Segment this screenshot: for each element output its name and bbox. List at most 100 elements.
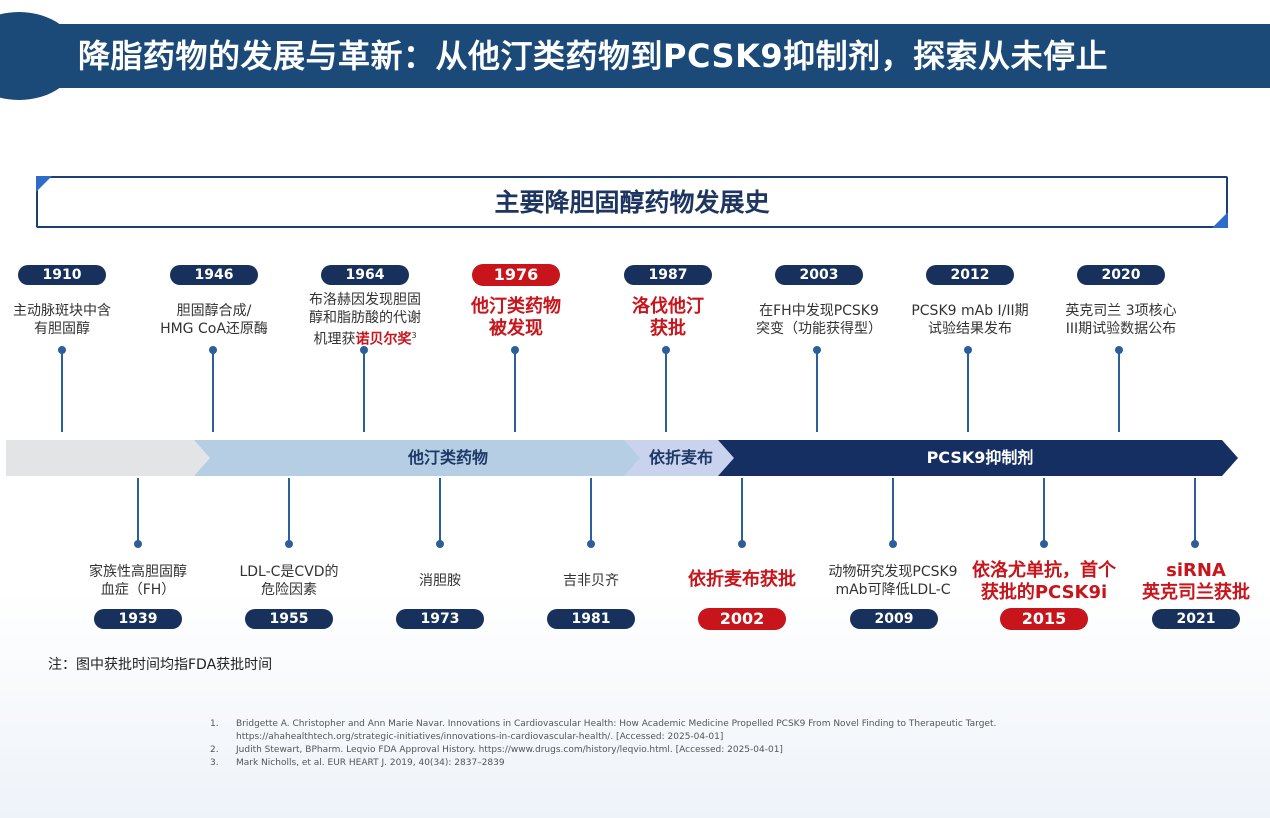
banner-frame xyxy=(36,176,1228,228)
timeline-stem xyxy=(967,350,969,432)
event-text: HMG CoA还原酶 xyxy=(160,321,268,337)
segment-label-statins: 他汀类药物 xyxy=(407,448,488,467)
event-1973: 消胆胺 xyxy=(360,572,520,590)
event-2015: 依洛尤单抗，首个 获批的PCSK9i xyxy=(954,560,1134,604)
timeline-stem xyxy=(212,350,214,432)
event-text: 被发现 xyxy=(489,318,543,339)
event-text: 布洛赫因发现胆固 xyxy=(309,292,421,308)
timeline-stem xyxy=(1118,350,1120,432)
event-text: 获批 xyxy=(650,318,686,339)
timeline-dot xyxy=(285,540,293,548)
year-pill-1946: 1946 xyxy=(170,265,258,285)
timeline-stem xyxy=(137,478,139,542)
event-text: 消胆胺 xyxy=(419,573,461,589)
year-pill-2009: 2009 xyxy=(850,609,938,629)
year-pill-2020: 2020 xyxy=(1077,265,1165,285)
event-text: 有胆固醇 xyxy=(34,321,90,337)
event-text: 英克司兰 3项核心 xyxy=(1065,303,1177,319)
ezetimibe-era-segment xyxy=(624,440,744,476)
event-text: 依洛尤单抗，首个 xyxy=(972,560,1116,581)
year-pill-1976: 1976 xyxy=(472,264,560,286)
event-text: 他汀类药物 xyxy=(471,296,561,317)
timeline-dot xyxy=(889,540,897,548)
year-pill-1955: 1955 xyxy=(245,609,333,629)
timeline-stem xyxy=(590,478,592,542)
event-text: PCSK9 mAb I/II期 xyxy=(911,303,1029,319)
event-text: 主动脉斑块中含 xyxy=(13,303,111,319)
event-text: siRNA xyxy=(1166,560,1226,581)
event-1964: 布洛赫因发现胆固 醇和脂肪酸的代谢 机理获诺贝尔奖3 xyxy=(285,291,445,349)
event-text: 胆固醇合成/ xyxy=(176,303,252,319)
event-1955: LDL-C是CVD的 危险因素 xyxy=(209,563,369,599)
references: 1. Bridgette A. Christopher and Ann Mari… xyxy=(210,718,1010,770)
event-1981: 吉非贝齐 xyxy=(511,572,671,590)
pre-era-segment xyxy=(6,440,218,476)
event-text: 家族性高胆固醇 xyxy=(89,564,187,580)
timeline-dot xyxy=(436,540,444,548)
event-text: 洛伐他汀 xyxy=(632,296,704,317)
reference-text: Bridgette A. Christopher and Ann Marie N… xyxy=(236,719,997,729)
year-pill-2015: 2015 xyxy=(1000,608,1088,630)
event-text: mAb可降低LDL-C xyxy=(835,582,951,598)
event-text: 在FH中发现PCSK9 xyxy=(759,303,879,319)
year-pill-2003: 2003 xyxy=(775,265,863,285)
event-text: 英克司兰获批 xyxy=(1142,582,1250,603)
banner-corner-decoration xyxy=(1212,212,1228,228)
timeline-stem xyxy=(288,478,290,542)
timeline-stem xyxy=(363,350,365,432)
reference-number: 1. xyxy=(210,719,219,729)
event-1939: 家族性高胆固醇 血症（FH） xyxy=(58,563,218,599)
timeline-stem xyxy=(741,478,743,542)
event-text: 获批的PCSK9i xyxy=(980,582,1108,603)
nobel-prize-highlight: 诺贝尔奖 xyxy=(355,331,412,348)
reference-text: Mark Nicholls, et al. EUR HEART J. 2019,… xyxy=(236,758,505,768)
event-text: 动物研究发现PCSK9 xyxy=(828,564,958,580)
timeline-arrow xyxy=(6,440,1238,476)
event-2021: siRNA 英克司兰获批 xyxy=(1126,560,1266,604)
title-bar xyxy=(0,24,1270,88)
footnote: 注：图中获批时间均指FDA获批时间 xyxy=(48,657,273,673)
event-text: 血症（FH） xyxy=(100,582,176,598)
event-2009: 动物研究发现PCSK9 mAb可降低LDL-C xyxy=(803,563,983,599)
year-pill-1981: 1981 xyxy=(547,609,635,629)
reference-item: 3. Mark Nicholls, et al. EUR HEART J. 20… xyxy=(210,757,1010,770)
reference-text: Judith Stewart, BPharm. Leqvio FDA Appro… xyxy=(236,745,783,755)
event-2002: 依折麦布获批 xyxy=(657,569,827,591)
banner-corner-decoration xyxy=(36,176,52,192)
event-2003: 在FH中发现PCSK9 突变（功能获得型） xyxy=(734,302,904,338)
event-text: 机理获 xyxy=(313,331,356,348)
event-2012: PCSK9 mAb I/II期 试验结果发布 xyxy=(885,302,1055,338)
reference-number: 2. xyxy=(210,745,219,755)
reference-text: https://ahahealthtech.org/strategic-init… xyxy=(236,732,724,742)
timeline-stem xyxy=(816,350,818,432)
event-1976: 他汀类药物 被发现 xyxy=(436,296,596,340)
timeline-stem xyxy=(892,478,894,542)
statin-era-segment xyxy=(194,440,654,476)
year-pill-1910: 1910 xyxy=(18,265,106,285)
event-text: 试验结果发布 xyxy=(928,321,1012,337)
timeline-stem xyxy=(665,350,667,432)
year-pill-2021: 2021 xyxy=(1152,609,1240,629)
timeline-dot xyxy=(1191,540,1199,548)
event-1946: 胆固醇合成/ HMG CoA还原酶 xyxy=(134,302,294,338)
timeline-dot xyxy=(1040,540,1048,548)
reference-marker: 3 xyxy=(411,331,417,340)
timeline-stem xyxy=(61,350,63,432)
event-text: LDL-C是CVD的 xyxy=(239,564,339,580)
event-text: 吉非贝齐 xyxy=(563,573,619,589)
year-pill-1964: 1964 xyxy=(321,265,409,285)
reference-item: 1. Bridgette A. Christopher and Ann Mari… xyxy=(210,718,1010,744)
year-pill-1939: 1939 xyxy=(94,609,182,629)
event-text: 依折麦布获批 xyxy=(688,569,796,590)
timeline-stem xyxy=(514,350,516,432)
reference-item: 2. Judith Stewart, BPharm. Leqvio FDA Ap… xyxy=(210,744,1010,757)
year-pill-1987: 1987 xyxy=(624,265,712,285)
event-text: 危险因素 xyxy=(261,582,317,598)
event-text: 突变（功能获得型） xyxy=(756,321,882,337)
event-text: III期试验数据公布 xyxy=(1065,321,1177,337)
event-text: 醇和脂肪酸的代谢 xyxy=(309,310,421,326)
event-1987: 洛伐他汀 获批 xyxy=(588,296,748,340)
year-pill-2012: 2012 xyxy=(926,265,1014,285)
timeline-dot xyxy=(134,540,142,548)
year-pill-2002: 2002 xyxy=(698,608,786,630)
